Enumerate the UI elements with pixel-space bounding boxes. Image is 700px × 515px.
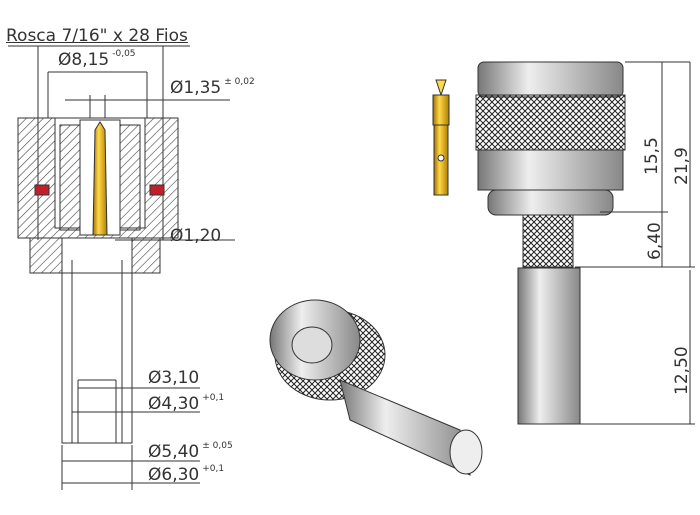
dim-h155: 15,5 [642, 137, 662, 175]
iso-view [269, 299, 483, 476]
section-view [8, 45, 235, 490]
dim-d430: Ø4,30+0,1 [148, 393, 225, 414]
pin-part [432, 79, 450, 196]
dim-h219: 21,9 [672, 147, 692, 185]
side-view [475, 61, 695, 425]
dim-d120: Ø1,20 [170, 226, 222, 246]
dim-h640: 6,40 [645, 222, 665, 260]
dim-h1250: 12,50 [672, 346, 692, 395]
dim-d540: Ø5,40± 0,05 [148, 441, 233, 462]
thread-spec-label: Rosca 7/16" x 28 Fios [6, 26, 188, 46]
dim-d310: Ø3,10 [148, 368, 200, 388]
dim-d135: Ø1,35± 0,02 [170, 77, 255, 98]
dim-d815: Ø8,15-0,05 [58, 49, 136, 70]
dim-d630: Ø6,30+0,1 [148, 464, 225, 485]
